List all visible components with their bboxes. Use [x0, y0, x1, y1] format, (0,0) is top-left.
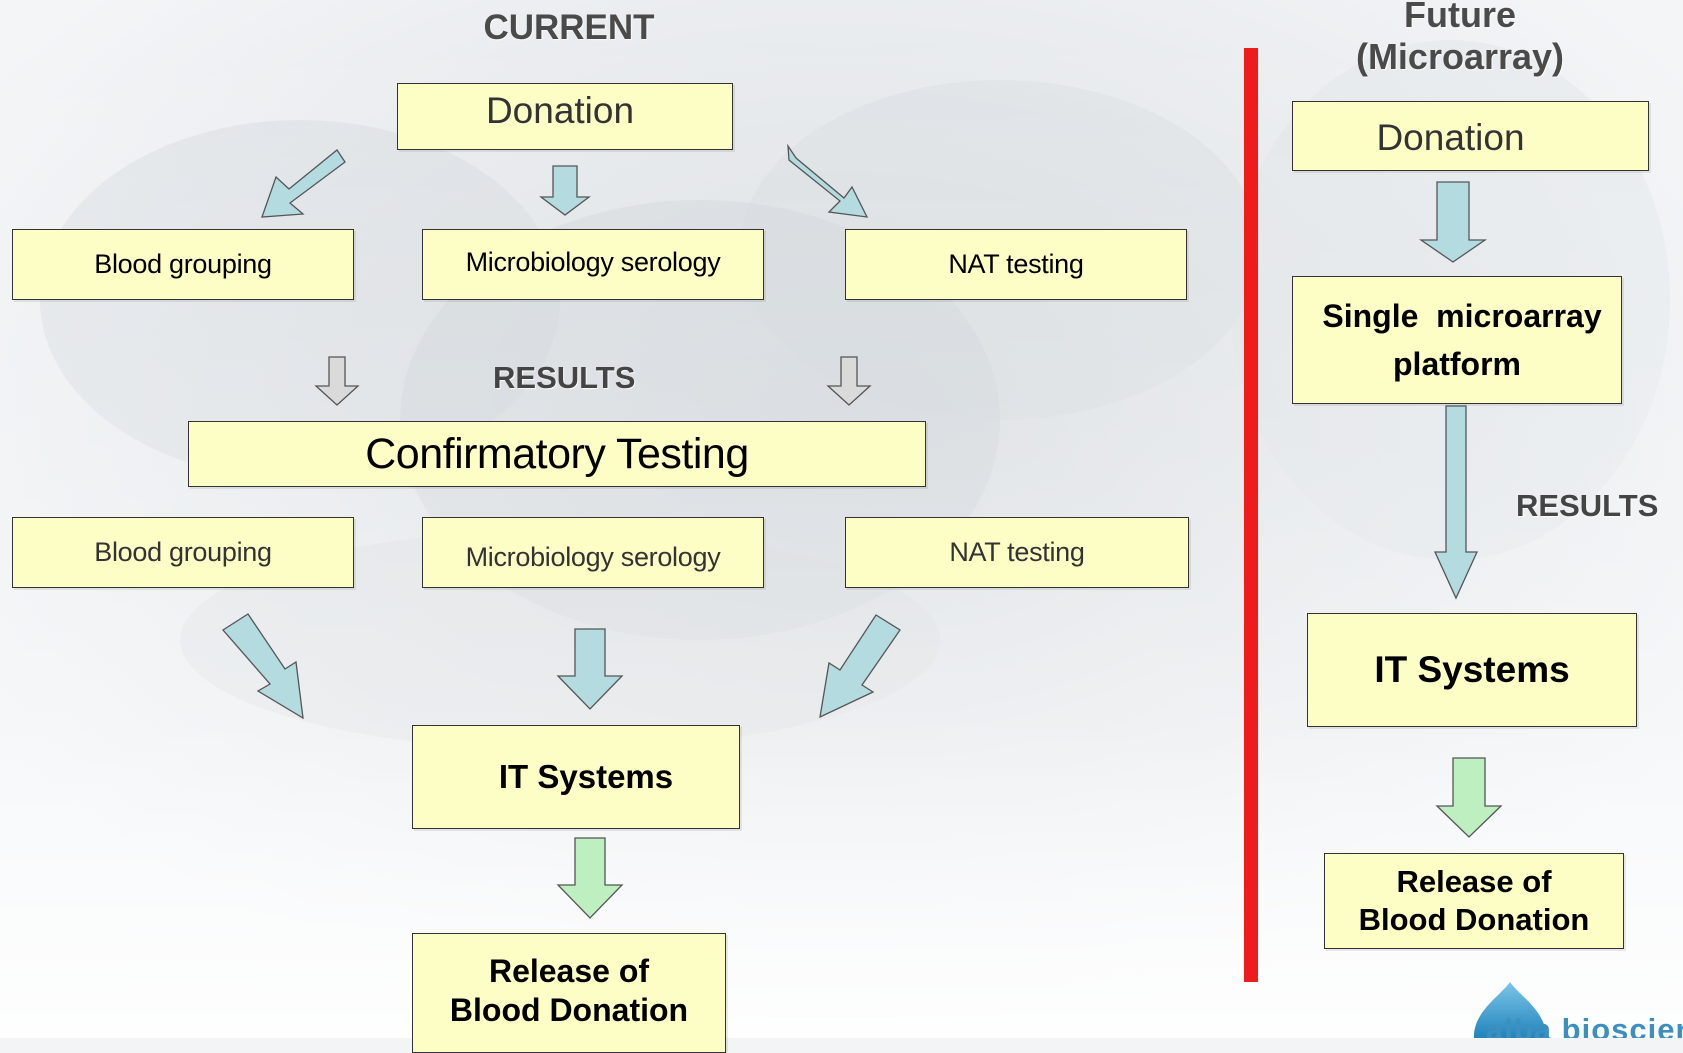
current-release-box: Release of Blood Donation [412, 933, 726, 1053]
confirmatory-testing-box: Confirmatory Testing [188, 421, 926, 487]
future-arrow-it-to-release [1435, 757, 1503, 838]
current-release-line2: Blood Donation [449, 992, 689, 1028]
current-nat-box: NAT testing [845, 229, 1187, 300]
current2-blood-grouping-box: Blood grouping [12, 517, 354, 588]
arrow-results-left [314, 356, 360, 406]
current-it-systems-box: IT Systems [412, 725, 740, 829]
future-platform-line1: Single microarray [1322, 298, 1602, 334]
future-heading: Future (Microarray) [1330, 0, 1590, 78]
future-release-line1: Release of [1396, 864, 1552, 899]
arrow-donation-to-nat [787, 143, 869, 218]
alba-drop-icon [1474, 982, 1546, 1038]
arrow-results-right [826, 356, 872, 406]
current2-blood-grouping-label: Blood grouping [94, 537, 272, 567]
future-heading-line1: Future [1404, 0, 1516, 35]
future-platform-box: Single microarray platform [1292, 276, 1622, 404]
arrow-nat-to-it [819, 614, 901, 719]
current-heading: CURRENT [483, 8, 655, 47]
arrow-microbiology-to-it [556, 628, 624, 710]
current2-nat-box: NAT testing [845, 517, 1189, 588]
current-nat-label: NAT testing [948, 249, 1084, 279]
future-donation-box: Donation [1292, 101, 1649, 171]
current-it-systems-label: IT Systems [498, 758, 674, 795]
current-donation-box: Donation [397, 83, 733, 150]
future-heading-line2: (Microarray) [1355, 36, 1565, 77]
confirmatory-testing-label: Confirmatory Testing [365, 429, 749, 478]
current-donation-label: Donation [485, 90, 635, 131]
current-microbiology-box: Microbiology serology [422, 229, 764, 300]
arrow-blood-grouping-to-it [222, 613, 304, 720]
future-release-box: Release of Blood Donation [1324, 853, 1624, 949]
alba-logo: alba bioscien [1460, 982, 1683, 1038]
future-it-systems-label: IT Systems [1374, 649, 1570, 690]
future-donation-label: Donation [1376, 117, 1525, 158]
current-release-line1: Release of [488, 953, 650, 989]
current-results-label: RESULTS [493, 360, 636, 395]
current2-nat-label: NAT testing [949, 537, 1085, 567]
future-platform-line2: platform [1393, 346, 1521, 382]
current-microbiology-label: Microbiology serology [465, 247, 721, 277]
current-blood-grouping-label: Blood grouping [94, 249, 272, 279]
current-blood-grouping-box: Blood grouping [12, 229, 354, 300]
future-arrow-platform-to-it [1433, 405, 1479, 600]
arrow-donation-to-microbiology [539, 165, 591, 216]
alba-logo-text: alba bioscien [1486, 1012, 1683, 1038]
current2-microbiology-box: Microbiology serology [422, 517, 764, 588]
future-arrow-donation-to-platform [1418, 181, 1488, 263]
arrow-it-to-release [556, 837, 624, 919]
future-results-label: RESULTS [1516, 488, 1659, 523]
future-it-systems-box: IT Systems [1307, 613, 1637, 727]
current2-microbiology-label: Microbiology serology [465, 542, 721, 572]
red-divider [1244, 48, 1258, 982]
arrow-donation-to-blood-grouping [261, 149, 346, 218]
future-release-line2: Blood Donation [1358, 902, 1590, 937]
